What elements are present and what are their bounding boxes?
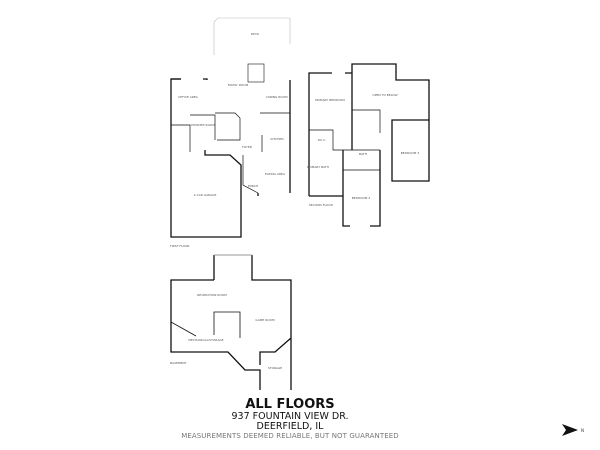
floor-label: BASEMENT xyxy=(170,361,187,365)
address-line-1: 937 FOUNTAIN VIEW DR. xyxy=(231,411,349,422)
deck-outline xyxy=(213,17,291,55)
room-label: KITCHEN xyxy=(271,137,284,141)
fireplace xyxy=(247,63,265,83)
compass-label: N xyxy=(581,428,584,433)
room-label: PRIMARY BEDROOM xyxy=(315,98,345,102)
room-label: DINING ROOM xyxy=(266,95,288,99)
room-label: PORCH xyxy=(248,184,258,188)
room-label: POWDER ROOM xyxy=(191,123,215,127)
room-label: BATH xyxy=(359,152,367,156)
basement-walls xyxy=(170,255,292,390)
north-arrow-icon xyxy=(562,424,578,436)
floor-label: SECOND FLOOR xyxy=(309,203,333,207)
floor-label: FIRST FLOOR xyxy=(170,244,189,248)
room-label: DECK xyxy=(251,32,260,36)
room-label: W.I.C. xyxy=(318,138,327,142)
room-label: RECREATION ROOM xyxy=(197,293,227,297)
room-label: MECHANICAL/STORAGE xyxy=(188,338,223,342)
room-label: BEDROOM 3 xyxy=(401,151,420,155)
second-floor-walls xyxy=(308,63,430,227)
room-label: 2-CAR GARAGE xyxy=(194,193,217,197)
room-label: GAME ROOM xyxy=(255,318,275,322)
room-label: OPEN TO BELOW xyxy=(372,93,397,97)
room-label: STORAGE xyxy=(268,366,282,370)
address-line-2: DEERFIELD, IL xyxy=(256,421,324,432)
plan-title: ALL FLOORS xyxy=(245,397,335,412)
first-floor-walls xyxy=(170,78,291,238)
room-labels: DECK FAMILY ROOM DINING ROOM OFFICE AREA… xyxy=(170,32,419,370)
interior-walls xyxy=(309,109,381,171)
interior-walls xyxy=(171,112,290,194)
room-label: OFFICE AREA xyxy=(178,95,199,99)
room-label: FAMILY ROOM xyxy=(228,83,249,87)
second-floor xyxy=(308,63,430,227)
room-label: EATING AREA xyxy=(265,172,286,176)
first-floor-walls xyxy=(170,78,181,152)
basement xyxy=(170,254,292,390)
room-label: FOYER xyxy=(242,145,252,149)
room-label: PRIMARY BATH xyxy=(307,165,329,169)
compass: N xyxy=(562,424,584,436)
disclaimer: MEASUREMENTS DEEMED RELIABLE, BUT NOT GU… xyxy=(181,432,399,440)
room-label: BEDROOM 2 xyxy=(352,196,371,200)
interior-walls xyxy=(170,311,241,338)
first-floor xyxy=(170,17,291,238)
